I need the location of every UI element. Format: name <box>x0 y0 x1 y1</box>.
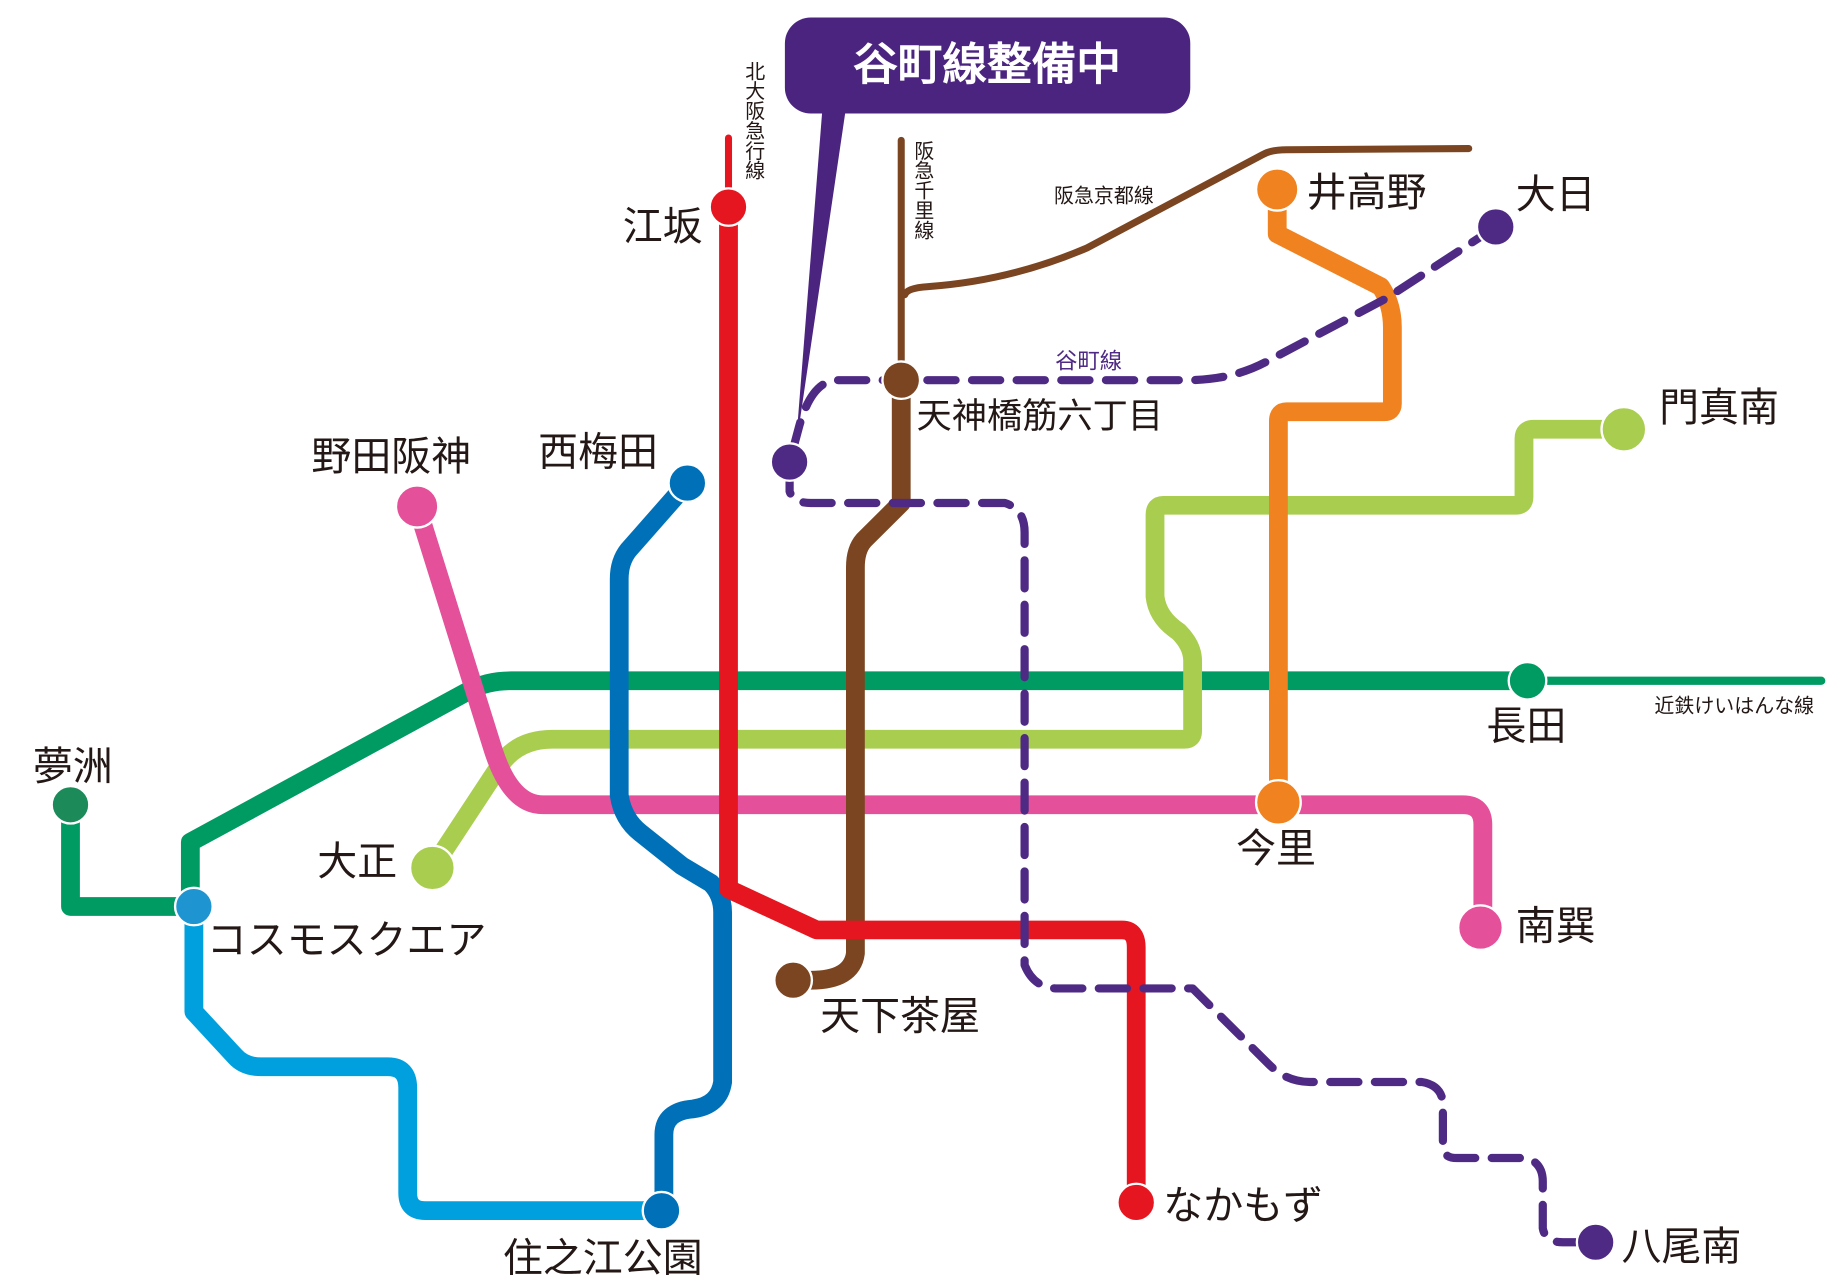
nagahori-tsurumi-line <box>423 419 1634 878</box>
station-dainichi[interactable] <box>1475 207 1516 247</box>
station-cosmosquare[interactable] <box>173 886 214 927</box>
station-yaominami[interactable] <box>1575 1222 1616 1263</box>
yotsubashi-line <box>609 473 733 1221</box>
label-nodahanshin: 野田阪神 <box>311 434 471 480</box>
station-kadomaminami[interactable] <box>1600 405 1648 453</box>
station-nodahanshin[interactable] <box>394 484 440 529</box>
station-minamitatsumi[interactable] <box>1457 904 1504 951</box>
label-hankyu-kyoto: 阪急京都線 <box>1054 184 1154 207</box>
station-markers <box>50 167 1648 1263</box>
label-nishiumeda: 西梅田 <box>538 430 658 476</box>
callout-text: 谷町線整備中 <box>853 39 1121 91</box>
label-tenjinbashi: 天神橋筋六丁目 <box>917 396 1164 437</box>
label-hankyu-senri: 阪急千里線 <box>911 140 934 240</box>
label-kadomaminami: 門真南 <box>1659 385 1779 431</box>
construction-callout: 谷町線整備中 <box>784 17 1191 451</box>
station-imazato[interactable] <box>1254 779 1302 826</box>
label-kita-osaka-kyuko: 北大阪急行線 <box>742 60 765 180</box>
midosuji-line <box>719 198 1146 1212</box>
station-nishiumeda[interactable] <box>667 463 708 503</box>
label-cosmosquare: コスモスクエア <box>207 917 487 963</box>
sakaisuji-line <box>783 370 911 990</box>
label-tengachaya: 天下茶屋 <box>820 993 980 1039</box>
label-idakano: 井高野 <box>1307 170 1427 216</box>
label-suminoekoen: 住之江公園 <box>503 1236 703 1275</box>
label-minamitatsumi: 南巽 <box>1516 903 1596 949</box>
label-nakamozu: なかもず <box>1163 1183 1323 1229</box>
label-tanimachi: 谷町線 <box>1055 349 1122 375</box>
label-imazato: 今里 <box>1236 826 1316 872</box>
sennichimae-line <box>407 497 1493 937</box>
label-yaominami: 八尾南 <box>1622 1224 1742 1270</box>
label-taisho: 大正 <box>317 839 397 885</box>
imazatosuji-line <box>1267 180 1402 811</box>
station-tanimachi-end[interactable] <box>769 442 810 482</box>
nanko-port-town-line <box>184 897 674 1221</box>
station-tengachaya[interactable] <box>773 960 814 1001</box>
station-yumeshima[interactable] <box>50 784 91 825</box>
station-taisho[interactable] <box>408 844 456 892</box>
station-nagata[interactable] <box>1507 660 1548 701</box>
label-yumeshima: 夢洲 <box>33 744 113 790</box>
station-idakano[interactable] <box>1254 167 1300 212</box>
label-dainichi: 大日 <box>1516 172 1596 218</box>
hankyu-kyoto-line <box>901 145 1473 299</box>
label-kintetsu-keihanna: 近鉄けいはんな線 <box>1654 694 1814 717</box>
station-suminoekoen[interactable] <box>641 1190 682 1231</box>
station-esaka[interactable] <box>708 187 749 227</box>
tanimachi-line-planned <box>785 222 1600 1247</box>
chuo-line <box>61 671 1537 916</box>
station-nakamozu[interactable] <box>1116 1182 1157 1223</box>
label-nagata: 長田 <box>1486 703 1566 749</box>
label-esaka: 江坂 <box>623 204 703 250</box>
station-tenjinbashi[interactable] <box>881 360 922 401</box>
